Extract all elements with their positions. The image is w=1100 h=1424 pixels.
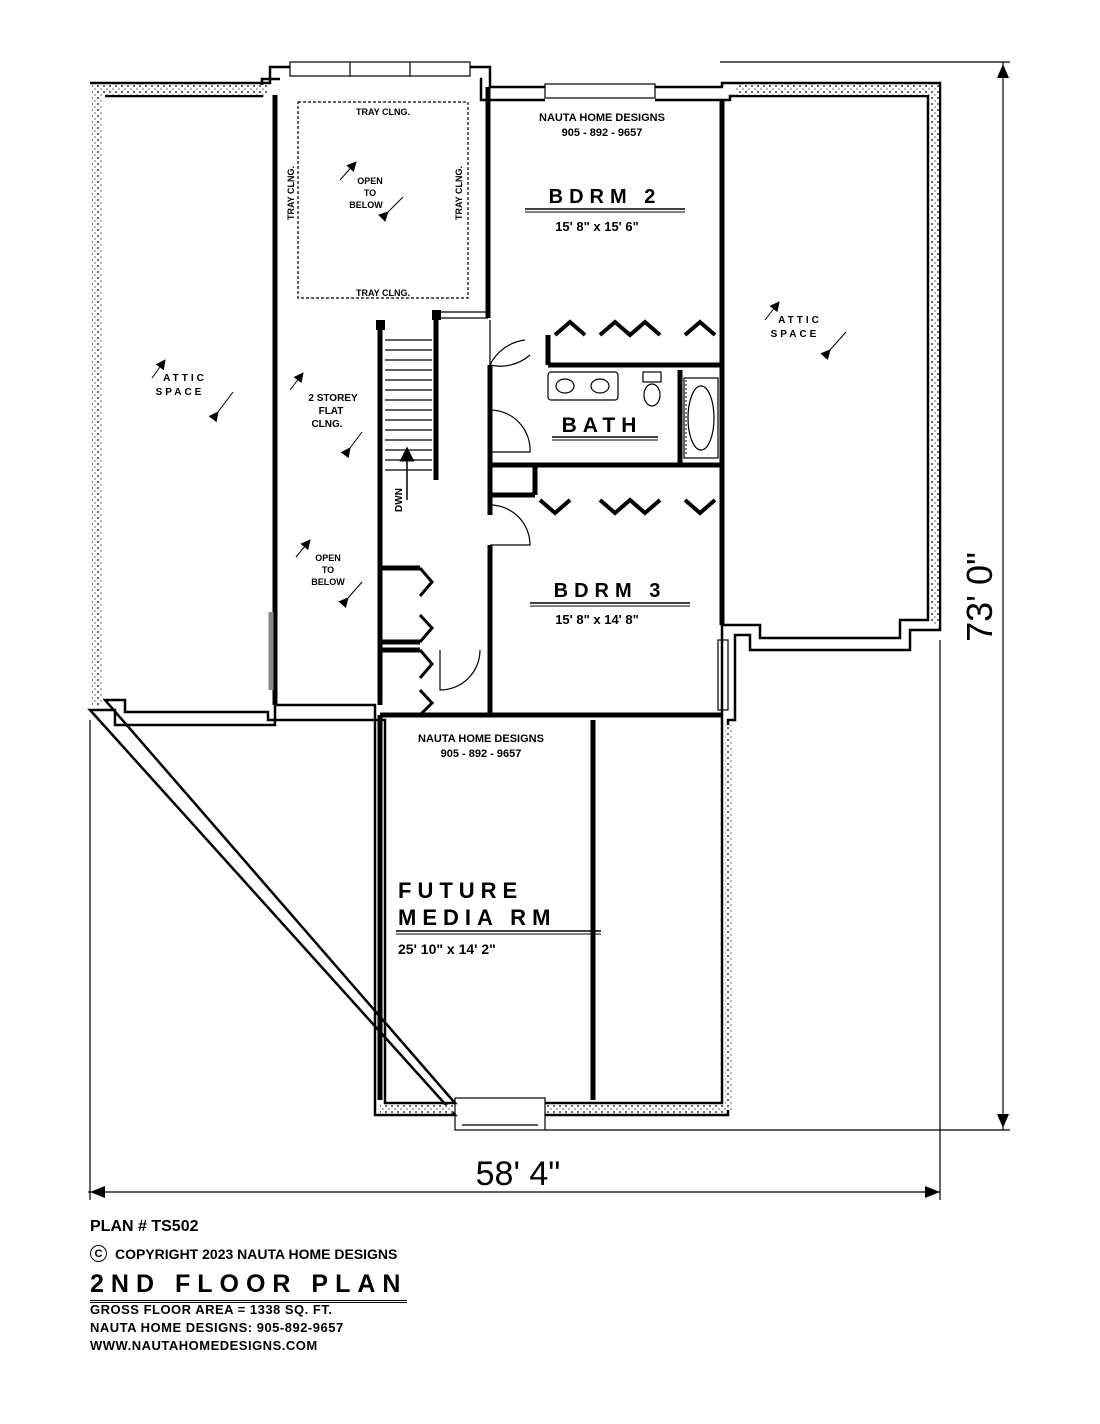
overall-depth-dimension: 73' 0" [959,552,1000,642]
attic-space-right-line2: SPACE [771,329,820,340]
media-room-size: 25' 10" x 14' 2" [398,941,496,957]
doors [418,319,717,717]
open-to-below-2-line2: TO [322,565,334,575]
drawing-title: 2ND FLOOR PLAN [90,1270,408,1303]
tray-ceiling-outline [297,101,469,299]
open-to-below-1-line2: TO [364,188,376,198]
tray-ceiling-label-left: TRAY CLNG. [286,166,296,220]
copyright-line: C COPYRIGHT 2023 NAUTA HOME DESIGNS [90,1245,397,1262]
dimension-lines [88,61,1010,1200]
bath-fixtures [547,371,719,459]
windows [289,61,729,1131]
watermark-phone-top: 905 - 892 - 9657 [562,127,643,139]
bdrm2-size: 15' 8" x 15' 6" [555,219,639,234]
company-phone: NAUTA HOME DESIGNS: 905-892-9657 [90,1320,344,1335]
label-arrows [151,161,847,609]
bdrm3-size: 15' 8" x 14' 8" [555,612,639,627]
interior-walls [268,87,725,1100]
attic-space-left-line2: SPACE [156,387,205,398]
bath-name: BATH [562,414,643,437]
tray-ceiling-label-right: TRAY CLNG. [454,166,464,220]
copyright-text: COPYRIGHT 2023 NAUTA HOME DESIGNS [115,1245,398,1262]
tray-ceiling-label-top: TRAY CLNG. [356,107,410,117]
bdrm2-name: BDRM 2 [549,186,662,208]
bdrm3-name: BDRM 3 [554,580,667,602]
gross-floor-area: GROSS FLOOR AREA = 1338 SQ. FT. [90,1302,333,1317]
open-to-below-1-line1: OPEN [357,176,383,186]
two-storey-ceiling-line2: FLAT [319,406,344,417]
attic-space-right-line1: ATTIC [778,315,822,326]
two-storey-ceiling-line3: CLNG. [311,419,342,430]
two-storey-ceiling-line1: 2 STOREY [308,393,358,404]
attic-space-left-line1: ATTIC [163,373,207,384]
watermark-phone-mid: 905 - 892 - 9657 [441,748,522,760]
open-to-below-2-line1: OPEN [315,553,341,563]
watermark-company-mid: NAUTA HOME DESIGNS [418,733,544,745]
overall-width-dimension: 58' 4" [476,1155,561,1193]
plan-number: PLAN # TS502 [90,1218,199,1235]
media-room-name-line2: MEDIA RM [398,905,556,930]
company-website: WWW.NAUTAHOMEDESIGNS.COM [90,1338,318,1353]
media-room-name-line1: FUTURE [398,878,523,903]
watermark-company-top: NAUTA HOME DESIGNS [539,112,665,124]
stair-treads [385,339,432,471]
open-to-below-2-line3: BELOW [311,577,345,587]
exterior-walls [87,65,942,1117]
copyright-icon: C [90,1245,107,1262]
tray-ceiling-label-bottom: TRAY CLNG. [356,288,410,298]
stair-direction-label: DWN [394,488,405,512]
open-to-below-1-line3: BELOW [349,200,383,210]
